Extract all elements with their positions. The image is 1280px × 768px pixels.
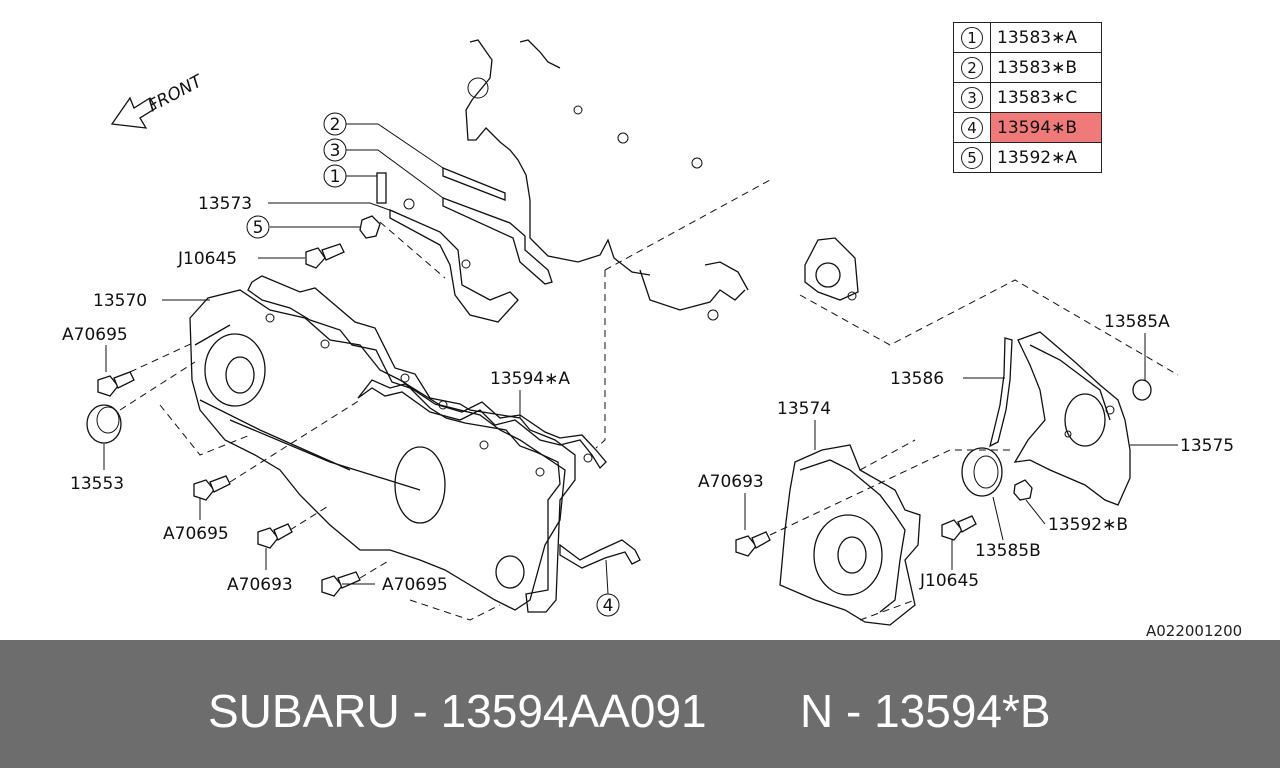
- legend-num: 1: [961, 26, 983, 49]
- label-a70695-low: A70695: [382, 575, 448, 595]
- bolt-a70693-right: [735, 531, 771, 557]
- legend-row: 5 13592∗A: [953, 142, 1102, 173]
- legend-row-highlighted: 4 13594∗B: [953, 112, 1102, 143]
- footer-brand-part: SUBARU - 13594AA091: [208, 685, 707, 737]
- footer-ref: N - 13594*B: [800, 685, 1051, 737]
- callout-1-icon: [323, 164, 347, 188]
- callout-4-icon: [596, 593, 620, 617]
- engine-block: [465, 39, 771, 449]
- label-13573: 13573: [198, 194, 252, 214]
- callout-1: 1: [330, 167, 341, 187]
- legend-row: 3 13583∗C: [953, 82, 1102, 113]
- legend-row: 1 13583∗A: [953, 22, 1102, 53]
- label-13553: 13553: [70, 474, 124, 494]
- oil-seal-13585b: [961, 447, 1003, 497]
- label-13585b: 13585B: [975, 541, 1041, 561]
- legend-num: 2: [961, 56, 983, 79]
- legend-code: 13583∗A: [990, 22, 1102, 53]
- belt-cover-13575: [1013, 331, 1131, 506]
- front-belt-cover-13570: [189, 275, 593, 613]
- legend-num: 4: [961, 116, 983, 139]
- legend-code: 13583∗C: [990, 82, 1102, 113]
- label-13574: 13574: [777, 399, 831, 419]
- legend-num: 5: [961, 146, 983, 169]
- callout-3: 3: [330, 141, 341, 161]
- callout-2: 2: [330, 115, 341, 135]
- bolt-a70693-left: [257, 523, 293, 549]
- label-a70693-right: A70693: [698, 472, 764, 492]
- nut-13592b: [1013, 479, 1033, 501]
- bolt-j10645-top: [305, 243, 345, 269]
- label-a70695-top: A70695: [62, 325, 128, 345]
- callout-4: 4: [603, 596, 614, 616]
- callout-2-icon: [323, 112, 347, 136]
- belt-idler: [804, 237, 859, 301]
- bolt-j10645-bottom: [941, 515, 977, 541]
- callout-3-icon: [323, 138, 347, 162]
- oring-13585a: [1132, 379, 1152, 401]
- legend-code: 13592∗A: [990, 142, 1102, 173]
- front-arrow-icon: [110, 96, 157, 129]
- label-13586: 13586: [890, 369, 944, 389]
- legend-row: 2 13583∗B: [953, 52, 1102, 83]
- gasket-13594a: [357, 379, 607, 470]
- label-13585a: 13585A: [1104, 312, 1170, 332]
- label-a70693-left: A70693: [227, 575, 293, 595]
- parts-diagram: FRONT: [62, 39, 1234, 626]
- front-label: FRONT: [145, 71, 207, 117]
- label-13575: 13575: [1180, 436, 1234, 456]
- legend-code: 13583∗B: [990, 52, 1102, 83]
- label-j10645-bottom: J10645: [919, 571, 979, 591]
- label-j10645-top: J10645: [177, 249, 237, 269]
- plug-13553: [86, 404, 122, 444]
- belt-cover-gaskets: [376, 167, 553, 323]
- gasket-13594b: [559, 539, 641, 569]
- callout-5-icon: [246, 215, 270, 239]
- footer-bar: SUBARU - 13594AA091 N - 13594*B: [0, 640, 1280, 768]
- belt-cover-13574: [779, 444, 921, 626]
- legend-code-highlighted: 13594∗B: [990, 112, 1102, 143]
- legend-table: 1 13583∗A 2 13583∗B 3 13583∗C 4 13594∗B …: [953, 22, 1102, 173]
- callout-5: 5: [253, 218, 264, 238]
- nut-13592a: [359, 215, 381, 239]
- label-13592b: 13592∗B: [1048, 515, 1128, 535]
- image-code: A022001200: [1146, 622, 1243, 640]
- gasket-13586: [989, 337, 1013, 448]
- label-a70695-mid: A70695: [163, 524, 229, 544]
- bolt-a70695-top: [97, 371, 135, 397]
- label-13594a: 13594∗A: [490, 369, 570, 389]
- label-13570: 13570: [93, 291, 147, 311]
- legend-num: 3: [961, 86, 983, 109]
- bolt-a70695-mid: [193, 475, 231, 501]
